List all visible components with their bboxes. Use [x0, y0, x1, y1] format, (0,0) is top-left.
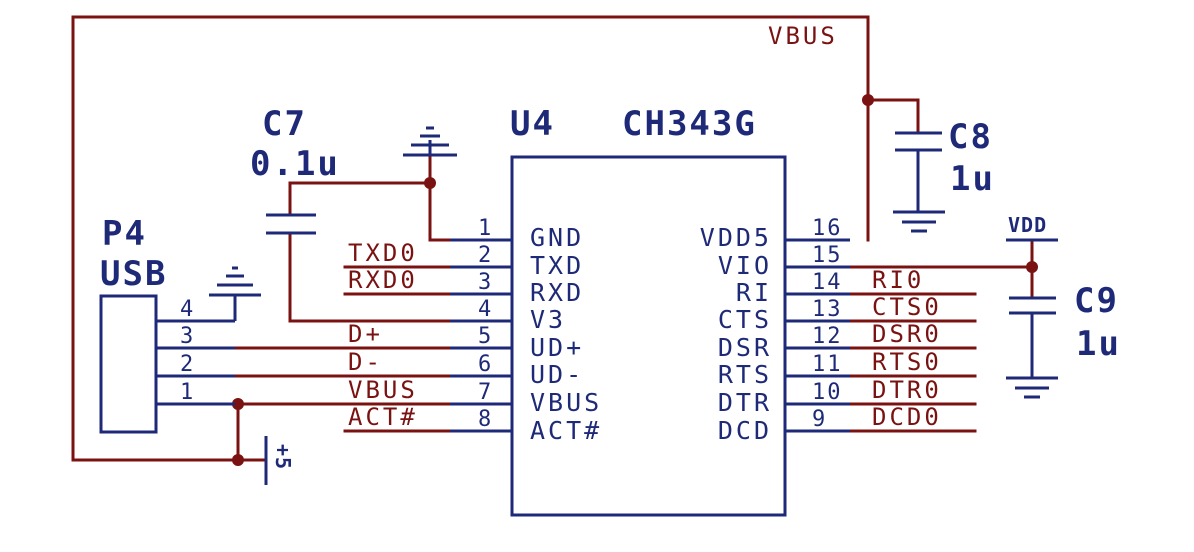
gnd-pin1-wire	[428, 153, 452, 242]
u4-pin-name: RTS	[718, 360, 772, 389]
u4-chip: U4 CH343G 1 2 3 4 5 6	[450, 104, 850, 517]
net-label: D-	[348, 348, 383, 376]
c9-ref: C9	[1074, 281, 1119, 321]
p4-pin-num: 3	[180, 324, 195, 349]
u4-pin-name: GND	[530, 223, 584, 252]
u4-pin-num: 11	[812, 352, 843, 377]
junction-probe	[232, 454, 244, 466]
u4-pin-name: UD+	[530, 333, 584, 362]
c7-to-v3-wire	[288, 231, 452, 323]
ground-icon	[209, 266, 261, 297]
u4-pin-num: 3	[478, 270, 493, 295]
junction-vio-vdd	[1026, 261, 1038, 273]
vbus-net-label: VBUS	[768, 22, 838, 50]
ground-icon	[893, 210, 945, 233]
u4-pin-num: 8	[478, 407, 493, 432]
c7-ref: C7	[262, 104, 307, 144]
u4-pin-num: 10	[812, 380, 843, 405]
u4-pin-name: DSR	[718, 333, 772, 362]
net-label: ACT#	[348, 403, 418, 431]
net-label: RTS0	[872, 348, 942, 376]
p4-pin-num: 4	[180, 297, 195, 322]
c8-top-wire	[866, 98, 920, 135]
wires	[71, 15, 1038, 466]
p4-body	[99, 294, 158, 434]
u4-left-pin-stubs	[450, 238, 512, 433]
c8-capacitor: C8 1u	[895, 117, 995, 212]
u4-pin-name: DTR	[718, 388, 772, 417]
u4-body	[510, 155, 787, 517]
u4-pin-num: 1	[478, 216, 493, 241]
u4-pin-name: TXD	[530, 251, 584, 280]
u4-pin-name: VBUS	[530, 388, 602, 417]
u4-pin-num: 13	[812, 297, 843, 322]
c8-ref: C8	[948, 117, 993, 157]
net-labels: TXD0 RXD0 D+ D- VBUS ACT# RI0 CTS0 DSR0 …	[348, 22, 942, 431]
u4-pin-name: RI	[736, 278, 772, 307]
c9-value: 1u	[1076, 324, 1121, 364]
u4-pin-name: CTS	[718, 305, 772, 334]
u4-pin-num: 7	[478, 380, 493, 405]
net-label: DTR0	[872, 376, 942, 404]
net-label: RI0	[872, 266, 924, 294]
ground-icon	[403, 126, 457, 157]
net-label: VBUS	[348, 376, 418, 404]
ground-icon	[1006, 376, 1058, 399]
c9-capacitor: C9 1u	[1009, 281, 1121, 378]
c8-value: 1u	[950, 159, 995, 199]
net-label: RXD0	[348, 266, 418, 294]
vdd-power-symbol: VDD	[1006, 213, 1058, 242]
u4-pin-num: 16	[812, 216, 843, 241]
c7-value: 0.1u	[250, 144, 340, 184]
u4-pin-num: 9	[812, 407, 827, 432]
junction-vbus-c8	[862, 94, 874, 106]
net-label: TXD0	[348, 239, 418, 267]
p4-pin-num: 1	[180, 380, 195, 405]
vdd-label: VDD	[1008, 213, 1047, 237]
net-label: D+	[348, 320, 383, 348]
net-label: DCD0	[872, 403, 942, 431]
u4-pin-name: V3	[530, 305, 566, 334]
u4-pin-name: UD-	[530, 360, 584, 389]
u4-pin-num: 4	[478, 297, 493, 322]
u4-right-pin-stubs	[785, 238, 850, 433]
junction-gnd-c7	[424, 177, 436, 189]
u4-pin-name: VDD5	[700, 223, 772, 252]
p4-pin-num: 2	[180, 352, 195, 377]
junction-pin1-vbus	[232, 398, 244, 410]
probe-plus5: +5	[264, 436, 295, 485]
p4-value: USB	[100, 254, 167, 294]
u4-pin-num: 5	[478, 324, 493, 349]
u4-pin-name: VIO	[718, 251, 772, 280]
c7-capacitor: C7 0.1u	[250, 104, 340, 235]
u4-pin-num: 15	[812, 243, 843, 268]
u4-pin-num: 6	[478, 352, 493, 377]
p4-ref: P4	[102, 214, 147, 254]
u4-pin-name: RXD	[530, 278, 584, 307]
u4-value: CH343G	[622, 104, 757, 144]
probe-label: +5	[271, 444, 295, 470]
u4-pin-num: 2	[478, 243, 493, 268]
u4-pin-name: DCD	[718, 416, 772, 445]
u4-pin-num: 12	[812, 324, 843, 349]
net-label: CTS0	[872, 293, 942, 321]
vbus-wire-loop	[71, 15, 870, 462]
u4-ref: U4	[510, 104, 555, 144]
u4-pin-num: 14	[812, 270, 843, 295]
u4-pin-name: ACT#	[530, 416, 602, 445]
p4-usb-connector: P4 USB 4 3 2 1	[99, 214, 237, 434]
net-label: DSR0	[872, 320, 942, 348]
